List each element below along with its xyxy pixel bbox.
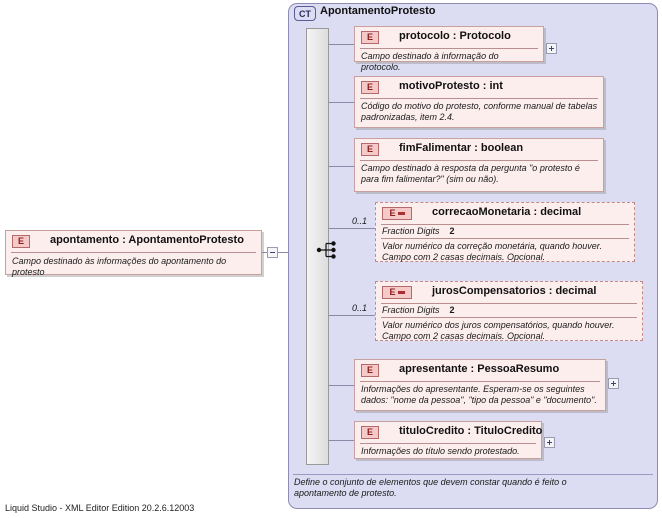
element-box-juros-compensatorios[interactable]: E jurosCompensatorios : decimal Fraction… — [375, 281, 643, 341]
occurrence-label-juros-compensatorios: 0..1 — [352, 303, 368, 313]
occurrence-label-correcao-monetaria: 0..1 — [352, 216, 368, 226]
element-box-fim-falimentar[interactable]: E fimFalimentar : boolean Campo destinad… — [354, 138, 604, 192]
element-optional-icon: E — [382, 286, 412, 299]
element-box-motivo-protesto[interactable]: E motivoProtesto : int Código do motivo … — [354, 76, 604, 128]
element-box-protocolo[interactable]: E protocolo : Protocolo Campo destinado … — [354, 26, 544, 72]
root-element-divider — [11, 252, 256, 253]
element-header-juros-compensatorios: E jurosCompensatorios : decimal — [376, 282, 642, 303]
element-divider2-correcao-monetaria — [381, 238, 629, 239]
connector-juros-compensatorios — [329, 315, 375, 316]
element-header-titulo-credito: E tituloCredito : TituloCredito — [355, 422, 543, 443]
complex-type-badge: CT — [294, 6, 316, 21]
element-box-correcao-monetaria[interactable]: E correcaoMonetaria : decimal Fraction D… — [375, 202, 635, 262]
root-element-header: E apontamento : ApontamentoProtesto — [6, 231, 261, 252]
element-documentation-titulo-credito: Informações do título sendo protestado. — [361, 446, 520, 456]
element-icon: E — [361, 426, 379, 439]
facet-label-juros-compensatorios: Fraction Digits — [382, 305, 440, 315]
expand-button-protocolo[interactable] — [546, 43, 557, 54]
element-name-fim-falimentar: fimFalimentar : boolean — [399, 142, 524, 154]
sequence-icon — [316, 241, 336, 259]
facet-correcao-monetaria: Fraction Digits 2 — [382, 226, 455, 236]
connector-motivo-protesto — [329, 102, 354, 103]
element-header-motivo-protesto: E motivoProtesto : int — [355, 77, 603, 98]
element-name-juros-compensatorios: jurosCompensatorios : decimal — [432, 285, 597, 297]
connector-apresentante — [329, 385, 354, 386]
complex-type-title: ApontamentoProtesto — [320, 5, 436, 17]
element-header-apresentante: E apresentante : PessoaResumo — [355, 360, 605, 381]
element-name-apresentante: apresentante : PessoaResumo — [399, 363, 560, 375]
element-icon: E — [361, 143, 379, 156]
complex-type-documentation: Define o conjunto de elementos que devem… — [294, 477, 567, 498]
facet-label-correcao-monetaria: Fraction Digits — [382, 226, 440, 236]
connector-titulo-credito — [329, 440, 354, 441]
root-element-documentation: Campo destinado às informações do aponta… — [12, 256, 227, 277]
element-documentation-fim-falimentar: Campo destinado à resposta da pergunta "… — [361, 163, 580, 184]
element-box-apresentante[interactable]: E apresentante : PessoaResumo Informaçõe… — [354, 359, 606, 411]
connector-root-to-collapse — [262, 252, 267, 253]
root-element-box[interactable]: E apontamento : ApontamentoProtesto Camp… — [5, 230, 262, 277]
facet-value-correcao-monetaria: 2 — [449, 226, 455, 236]
element-documentation-juros-compensatorios: Valor numérico dos juros compensatórios,… — [382, 320, 615, 341]
expand-button-apresentante[interactable] — [608, 378, 619, 389]
element-divider-titulo-credito — [360, 443, 536, 444]
element-divider-correcao-monetaria — [381, 224, 629, 225]
element-header-fim-falimentar: E fimFalimentar : boolean — [355, 139, 603, 160]
collapse-button-root[interactable] — [267, 247, 278, 258]
connector-protocolo — [329, 44, 354, 45]
element-icon: E — [361, 81, 379, 94]
element-documentation-motivo-protesto: Código do motivo do protesto, conforme m… — [361, 101, 598, 122]
element-divider-juros-compensatorios — [381, 303, 637, 304]
element-icon: E — [12, 235, 30, 248]
sequence-group-bar[interactable] — [306, 28, 329, 465]
connector-fim-falimentar — [329, 166, 354, 167]
root-element-name: apontamento : ApontamentoProtesto — [50, 234, 244, 246]
application-footer: Liquid Studio - XML Editor Edition 20.2.… — [5, 503, 195, 513]
element-optional-icon: E — [382, 207, 412, 220]
element-icon: E — [361, 31, 379, 44]
element-header-protocolo: E protocolo : Protocolo — [355, 27, 543, 48]
element-documentation-apresentante: Informações do apresentante. Esperam-se … — [361, 384, 597, 405]
connector-correcao-monetaria — [329, 228, 375, 229]
element-divider-motivo-protesto — [360, 98, 598, 99]
element-documentation-correcao-monetaria: Valor numérico da correção monetária, qu… — [382, 241, 602, 262]
complex-type-divider — [293, 474, 653, 475]
facet-value-juros-compensatorios: 2 — [449, 305, 455, 315]
element-icon: E — [361, 364, 379, 377]
element-divider2-juros-compensatorios — [381, 317, 637, 318]
facet-juros-compensatorios: Fraction Digits 2 — [382, 305, 455, 315]
expand-button-titulo-credito[interactable] — [544, 437, 555, 448]
element-name-protocolo: protocolo : Protocolo — [399, 30, 511, 42]
element-name-titulo-credito: tituloCredito : TituloCredito — [399, 425, 543, 437]
element-documentation-protocolo: Campo destinado à informação do protocol… — [361, 51, 499, 72]
element-name-correcao-monetaria: correcaoMonetaria : decimal — [432, 206, 582, 218]
element-header-correcao-monetaria: E correcaoMonetaria : decimal — [376, 203, 634, 224]
element-box-titulo-credito[interactable]: E tituloCredito : TituloCredito Informaç… — [354, 421, 542, 459]
element-divider-fim-falimentar — [360, 160, 598, 161]
element-name-motivo-protesto: motivoProtesto : int — [399, 80, 503, 92]
element-divider-protocolo — [360, 48, 538, 49]
element-divider-apresentante — [360, 381, 600, 382]
